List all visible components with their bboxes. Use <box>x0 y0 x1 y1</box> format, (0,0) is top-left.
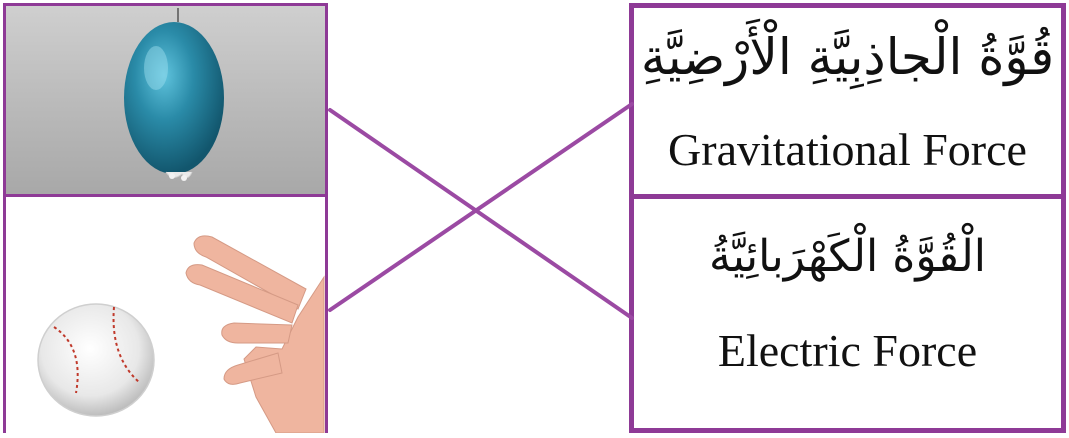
hand-icon <box>186 236 324 433</box>
labels-column: قُوَّةُ الْجاذِبِيَّةِ الْأَرْضِيَّةِ Gr… <box>629 3 1066 433</box>
english-label: Electric Force <box>634 321 1061 381</box>
hand-and-ball-illustration <box>6 197 325 433</box>
hand-throwing-baseball-picture[interactable] <box>6 197 325 433</box>
baseball-icon <box>38 304 154 416</box>
pictures-column <box>3 3 328 433</box>
label-cell-electric[interactable]: الْقُوَّةُ الْكَهْرَبائِيَّةُ Electric F… <box>634 199 1061 428</box>
match-line-balloon-electric <box>330 110 632 318</box>
balloon-picture[interactable] <box>6 6 325 194</box>
match-line-baseball-gravitational <box>330 104 632 310</box>
label-cell-gravitational[interactable]: قُوَّةُ الْجاذِبِيَّةِ الْأَرْضِيَّةِ Gr… <box>634 8 1061 194</box>
arabic-label: الْقُوَّةُ الْكَهْرَبائِيَّةُ <box>634 227 1061 287</box>
arabic-label: قُوَّةُ الْجاذِبِيَّةِ الْأَرْضِيَّةِ <box>634 22 1061 92</box>
english-label: Gravitational Force <box>634 120 1061 180</box>
balloon-illustration <box>6 6 325 194</box>
